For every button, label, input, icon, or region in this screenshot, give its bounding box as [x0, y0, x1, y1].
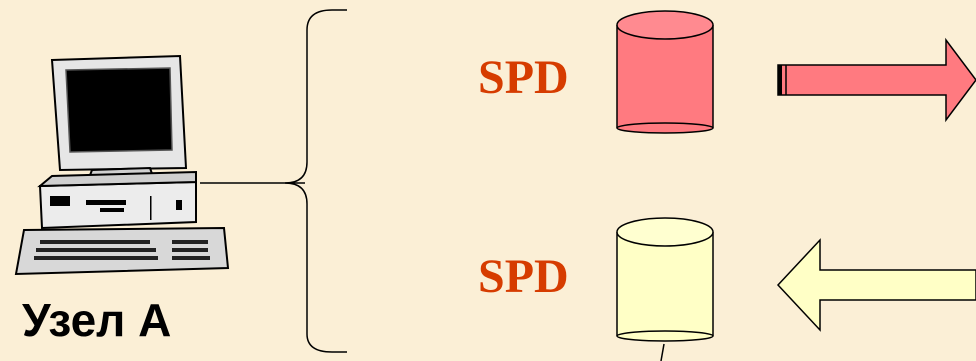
spd-label-outgoing: SPD: [478, 51, 569, 104]
cylinder-icon: [616, 217, 714, 342]
cylinder-icon: [616, 10, 714, 134]
right-arrow-icon: [777, 37, 976, 123]
brace-icon: [284, 9, 347, 353]
left-arrow-icon: [776, 238, 976, 332]
spd-label-incoming: SPD: [478, 250, 569, 303]
node-label: Узел А: [22, 294, 172, 346]
cylinder-stem: [660, 343, 665, 361]
computer-icon: [14, 54, 230, 276]
